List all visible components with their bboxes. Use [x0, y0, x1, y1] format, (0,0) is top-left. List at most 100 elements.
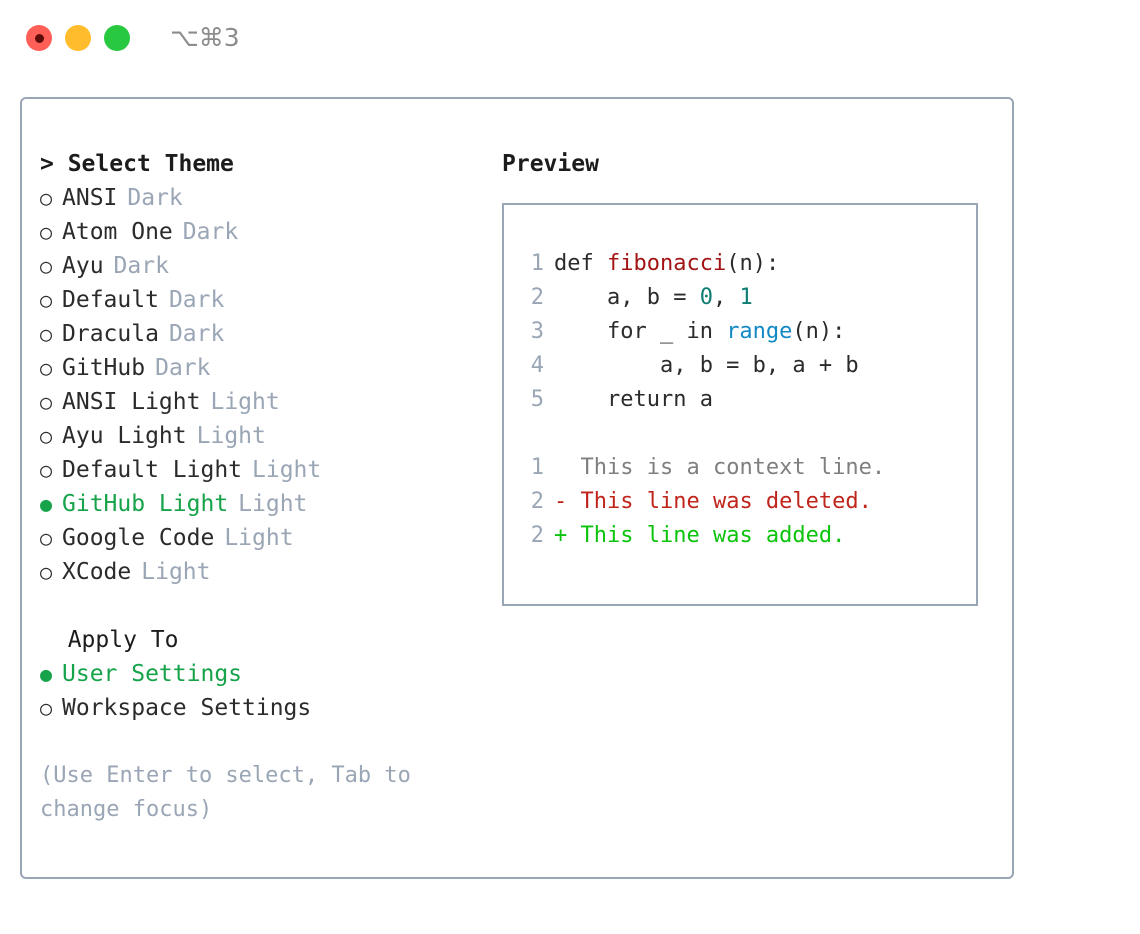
apply-to-heading: Apply To: [40, 627, 179, 653]
section-spacer: [40, 589, 480, 623]
radio-unselected-icon: ○: [40, 458, 53, 482]
diff-line-ctx: 1 This is a context line.: [514, 451, 976, 485]
theme-option-label: GitHub: [62, 355, 146, 381]
close-button[interactable]: [26, 25, 52, 51]
theme-option-google-code[interactable]: ○ Google Code Light: [40, 521, 480, 555]
apply-option-workspace-settings[interactable]: ○Workspace Settings: [40, 691, 480, 725]
code-diff-spacer: [514, 417, 976, 451]
titlebar: ⌥⌘3: [0, 0, 1140, 78]
apply-option-label: User Settings: [62, 661, 243, 687]
keyboard-shortcut-label: ⌥⌘3: [170, 23, 240, 52]
theme-option-tag: Light: [196, 423, 266, 449]
theme-option-label: Default Light: [62, 457, 243, 483]
minimize-button[interactable]: [65, 25, 91, 51]
apply-option-user-settings[interactable]: ● User Settings: [40, 657, 480, 691]
code-token-plain: a, b =: [554, 285, 700, 310]
radio-unselected-icon: ○: [40, 390, 53, 414]
theme-option-label: ANSI: [62, 185, 118, 211]
theme-option-tag: Dark: [127, 185, 183, 211]
code-line-number: 2: [530, 285, 544, 310]
theme-option-label: Ayu: [62, 253, 104, 279]
theme-option-label: Ayu Light: [62, 423, 187, 449]
code-line-text: def fibonacci(n):: [554, 247, 779, 281]
code-token-call: range: [726, 319, 793, 344]
radio-unselected-icon: ○: [40, 560, 53, 584]
theme-option-default-light[interactable]: ○ Default Light Light: [40, 453, 480, 487]
radio-unselected-icon: ○: [40, 526, 53, 550]
code-token-plain: for _ in: [554, 319, 727, 344]
code-line-text: return a: [554, 383, 713, 417]
code-line-text: a, b = b, a + b: [554, 349, 859, 383]
diff-line-number: 1: [530, 455, 544, 480]
code-line: 3 for _ in range(n):: [514, 315, 976, 349]
apply-to-list: ● User Settings ○Workspace Settings: [40, 657, 480, 725]
theme-option-tag: Dark: [168, 321, 225, 347]
diff-marker: -: [554, 489, 581, 514]
code-line: 4 a, b = b, a + b: [514, 349, 976, 383]
code-token-plain: def: [554, 251, 607, 276]
diff-marker: +: [554, 523, 581, 548]
radio-unselected-icon: ○: [40, 322, 53, 346]
diff-line-text: - This line was deleted.: [554, 485, 872, 519]
theme-option-label: Atom One: [62, 219, 173, 245]
radio-unselected-icon: ○: [40, 356, 53, 380]
code-line: 2 a, b = 0, 1: [514, 281, 976, 315]
theme-option-tag: Light: [210, 389, 280, 415]
theme-option-tag: Light: [224, 525, 294, 551]
radio-selected-icon: ●: [40, 662, 53, 686]
theme-option-tag: Dark: [182, 219, 239, 245]
diff-line-text: + This line was added.: [554, 519, 845, 553]
code-token-num: 0: [699, 285, 713, 310]
keyboard-hint-text: (Use Enter to select, Tab to change focu…: [40, 763, 425, 822]
radio-unselected-icon: ○: [40, 288, 53, 312]
select-theme-heading: > Select Theme: [40, 147, 480, 181]
theme-option-tag: Light: [252, 457, 322, 483]
theme-option-tag: Light: [238, 491, 308, 517]
theme-option-label: GitHub Light: [62, 491, 229, 517]
page-title: Select Theme: [67, 151, 234, 177]
diff-body: This is a context line.: [580, 455, 886, 480]
apply-option-label: Workspace Settings: [62, 695, 312, 721]
theme-option-default[interactable]: ○ Default Dark: [40, 283, 480, 317]
diff-marker: [554, 455, 581, 480]
code-line-number: 4: [530, 353, 544, 378]
code-token-plain: ,: [712, 285, 740, 310]
code-token-plain: return a: [554, 387, 713, 412]
code-token-plain: (n):: [726, 251, 780, 276]
theme-option-label: Google Code: [62, 525, 215, 551]
theme-option-ayu-light[interactable]: ○ Ayu Light Light: [40, 419, 480, 453]
radio-unselected-icon: ○: [40, 254, 53, 278]
code-line-text: a, b = 0, 1: [554, 281, 753, 315]
diff-line-number: 2: [530, 489, 544, 514]
diff-line-number: 2: [530, 523, 544, 548]
diff-body: This line was deleted.: [580, 489, 872, 514]
theme-option-label: Default: [62, 287, 159, 313]
theme-option-github[interactable]: ○ GitHub Dark: [40, 351, 480, 385]
diff-sample: 1 This is a context line.2- This line wa…: [514, 451, 976, 553]
code-line-number: 3: [530, 319, 544, 344]
heading-prefix: >: [40, 151, 68, 177]
maximize-button[interactable]: [104, 25, 130, 51]
close-icon: [34, 33, 44, 43]
traffic-lights: [26, 25, 130, 51]
code-line-text: for _ in range(n):: [554, 315, 845, 349]
theme-option-tag: Dark: [168, 287, 225, 313]
diff-line-add: 2 + This line was added.: [514, 519, 976, 553]
theme-option-tag: Dark: [155, 355, 211, 381]
theme-option-tag: Light: [141, 559, 211, 585]
code-line-number: 1: [530, 251, 544, 276]
radio-unselected-icon: ○: [40, 424, 53, 448]
